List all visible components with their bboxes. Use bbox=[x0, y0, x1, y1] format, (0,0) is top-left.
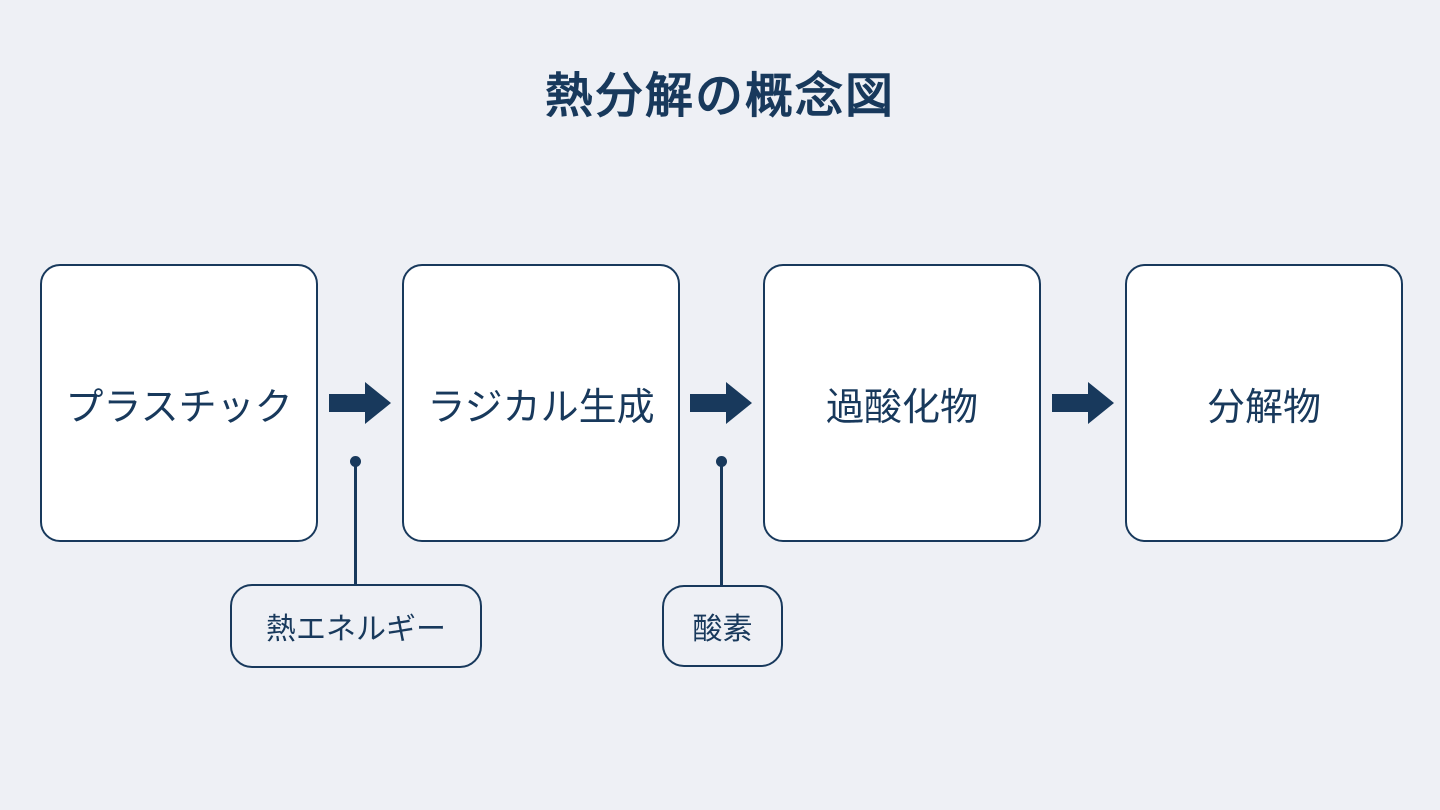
flow-node-plastic: プラスチック bbox=[40, 264, 318, 542]
connector-dot bbox=[716, 456, 727, 467]
annotation-oxygen: 酸素 bbox=[662, 585, 783, 667]
right-arrow-icon bbox=[329, 382, 391, 424]
connector-line bbox=[354, 462, 357, 585]
flow-node-peroxide: 過酸化物 bbox=[763, 264, 1041, 542]
connector-line bbox=[720, 462, 723, 586]
right-arrow-icon bbox=[690, 382, 752, 424]
diagram-title: 熱分解の概念図 bbox=[544, 70, 895, 123]
flow-node-radical-generation: ラジカル生成 bbox=[402, 264, 680, 542]
connector-dot bbox=[350, 456, 361, 467]
annotation-thermal-energy: 熱エネルギー bbox=[230, 584, 482, 668]
flow-node-decomposition-products: 分解物 bbox=[1125, 264, 1403, 542]
right-arrow-icon bbox=[1052, 382, 1114, 424]
